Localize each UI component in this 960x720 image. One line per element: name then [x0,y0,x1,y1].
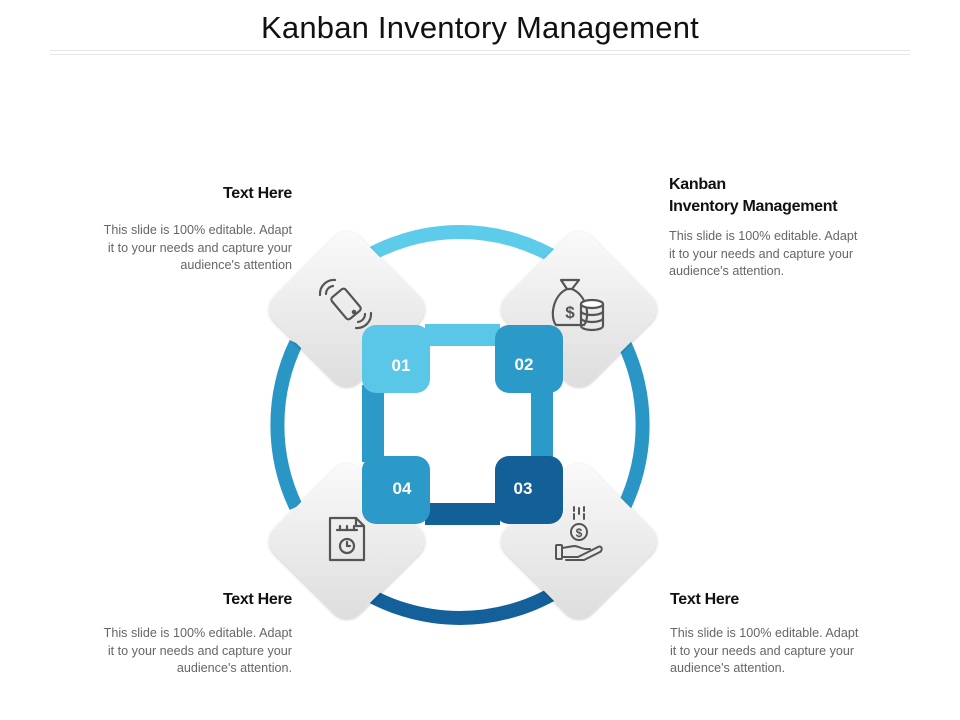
block-3-line: it to your needs and capture your [107,643,292,658]
step-number-4: 04 [393,479,412,498]
block-3-line: audience's attention. [176,661,292,675]
svg-text:$: $ [576,526,583,540]
step-tile-1 [362,325,430,393]
ring-arc-left [270,339,303,511]
title-divider-top [50,50,910,51]
block-2-line: This slide is 100% editable. Adapt [669,229,858,243]
step-tile-2 [495,325,563,393]
block-4-line: audience's attention. [670,661,786,675]
text-block-4: Text Here This slide is 100% editable. A… [670,589,900,678]
step-tile-4 [362,456,430,524]
block-2-body: This slide is 100% editable. Adapt it to… [669,228,899,281]
block-3-body: This slide is 100% editable. Adapt it to… [62,625,292,678]
text-block-3: Text Here This slide is 100% editable. A… [62,589,293,678]
block-1-line: it to your needs and capture your [107,240,292,255]
block-4-line: This slide is 100% editable. Adapt [670,626,859,640]
block-1-body: This slide is 100% editable. Adapt it to… [62,222,292,275]
block-1-line: audience's attention [180,258,292,272]
text-block-1: Text Here This slide is 100% editable. A… [62,183,293,275]
mobile-phone-vibrating-icon [318,278,373,330]
ring-arc-right [617,339,650,511]
block-1-line: This slide is 100% editable. Adapt [103,223,292,237]
title-divider-bottom [50,54,910,55]
svg-text:$: $ [565,303,575,322]
block-4-line: it to your needs and capture your [670,643,855,658]
block-2-heading-line: Inventory Management [669,198,838,215]
block-4-body: This slide is 100% editable. Adapt it to… [670,625,900,678]
step-tile-3 [495,456,563,524]
ring-arc-top [352,225,568,269]
money-bag-coins-icon: $ [551,278,605,332]
step-number-2: 02 [515,355,534,374]
block-2-heading-line: Kanban [669,176,726,193]
block-4-heading: Text Here [670,591,740,608]
hand-receiving-coin-icon: $ [555,506,603,561]
ring-arc-bottom [352,581,568,625]
text-block-2: Kanban Inventory Management This slide i… [669,174,899,281]
step-number-1: 01 [392,356,411,375]
inner-loop [362,324,553,525]
block-3-heading: Text Here [222,591,292,608]
step-number-3: 03 [514,479,533,498]
block-2-heading: Kanban Inventory Management [669,174,899,218]
block-1-heading: Text Here [222,185,292,202]
block-3-line: This slide is 100% editable. Adapt [103,626,292,640]
document-calendar-icon [328,516,366,562]
block-2-line: it to your needs and capture your [669,246,854,261]
block-2-line: audience's attention. [669,264,785,278]
slide-title: Kanban Inventory Management [261,10,699,45]
